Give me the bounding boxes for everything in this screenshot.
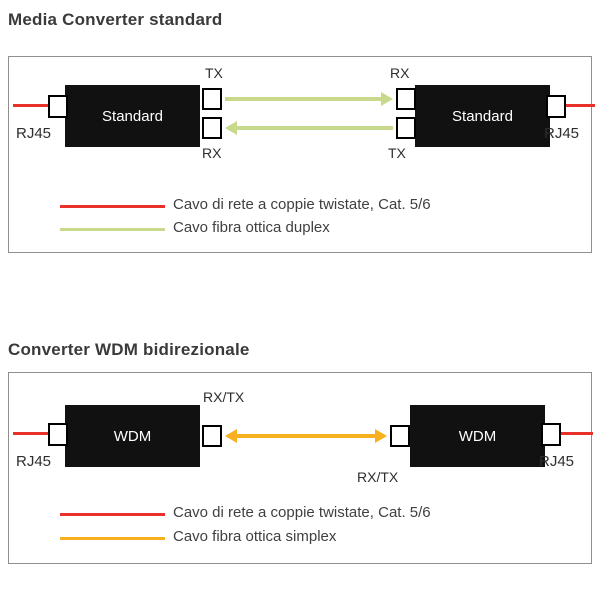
media-converter-left: Standard [65,85,200,147]
legend-label-copper: Cavo di rete a coppie twistate, Cat. 5/6 [173,196,431,213]
fiber-port-rxtx-left [202,425,222,447]
fiber-arrow-tx-to-rx [225,92,393,106]
device-label-left: WDM [113,427,152,445]
rj45-label-right: RJ45 [539,453,575,470]
device-label-left: Standard [102,107,163,125]
legend-swatch-copper [60,205,165,208]
rj45-label-right: RJ45 [544,125,580,142]
fiber-port-tx-left [202,88,222,110]
port-label-rx-right: RX [390,65,410,81]
fiber-arrow-bidirectional [225,429,387,443]
copper-cable-right [566,104,595,107]
legend-label-copper: Cavo di rete a coppie twistate, Cat. 5/6 [173,504,431,521]
arrow-head-left-icon [225,429,237,443]
arrow-shaft [236,434,376,438]
port-label-rx-left: RX [202,145,222,161]
arrow-shaft [225,97,382,101]
media-converter-right: Standard [415,85,550,147]
arrow-head-right-icon [381,92,393,106]
port-label-tx-right: TX [388,145,406,161]
copper-cable-right [561,432,593,435]
port-label-rxtx-right: RX/TX [357,469,399,485]
copper-cable-left [13,432,50,435]
rj45-connector-right [541,423,561,446]
wdm-converter-right: WDM [410,405,545,467]
fiber-arrow-rx-from-tx [225,121,393,135]
copper-cable-left [13,104,50,107]
wdm-converter-left: WDM [65,405,200,467]
rj45-connector-left [48,95,68,118]
fiber-port-rx-left [202,117,222,139]
legend-swatch-copper [60,513,165,516]
fiber-port-rx-right [396,88,416,110]
port-label-rxtx-left: RX/TX [203,389,245,405]
section-title-standard: Media Converter standard [8,10,223,29]
fiber-port-tx-right [396,117,416,139]
rj45-connector-left [48,423,68,446]
rj45-connector-right [546,95,566,118]
rj45-label-left: RJ45 [16,453,52,470]
legend-swatch-fiber-duplex [60,228,165,231]
standard-diagram-panel: Standard RJ45 TX RX Standard RX TX RJ45 … [8,56,595,253]
arrow-head-right-icon [375,429,387,443]
legend-label-fiber-duplex: Cavo fibra ottica duplex [173,219,330,236]
port-label-tx-left: TX [205,65,223,81]
fiber-port-rxtx-right [390,425,410,447]
legend-swatch-fiber-simplex [60,537,165,540]
wdm-diagram-panel: WDM RJ45 RX/TX WDM RX/TX RJ45 Cavo di re… [8,372,593,564]
device-label-right: WDM [458,427,497,445]
arrow-shaft [236,126,393,130]
arrow-head-left-icon [225,121,237,135]
rj45-label-left: RJ45 [16,125,52,142]
section-title-wdm: Converter WDM bidirezionale [8,340,250,359]
device-label-right: Standard [452,107,513,125]
legend-label-fiber-simplex: Cavo fibra ottica simplex [173,528,337,545]
